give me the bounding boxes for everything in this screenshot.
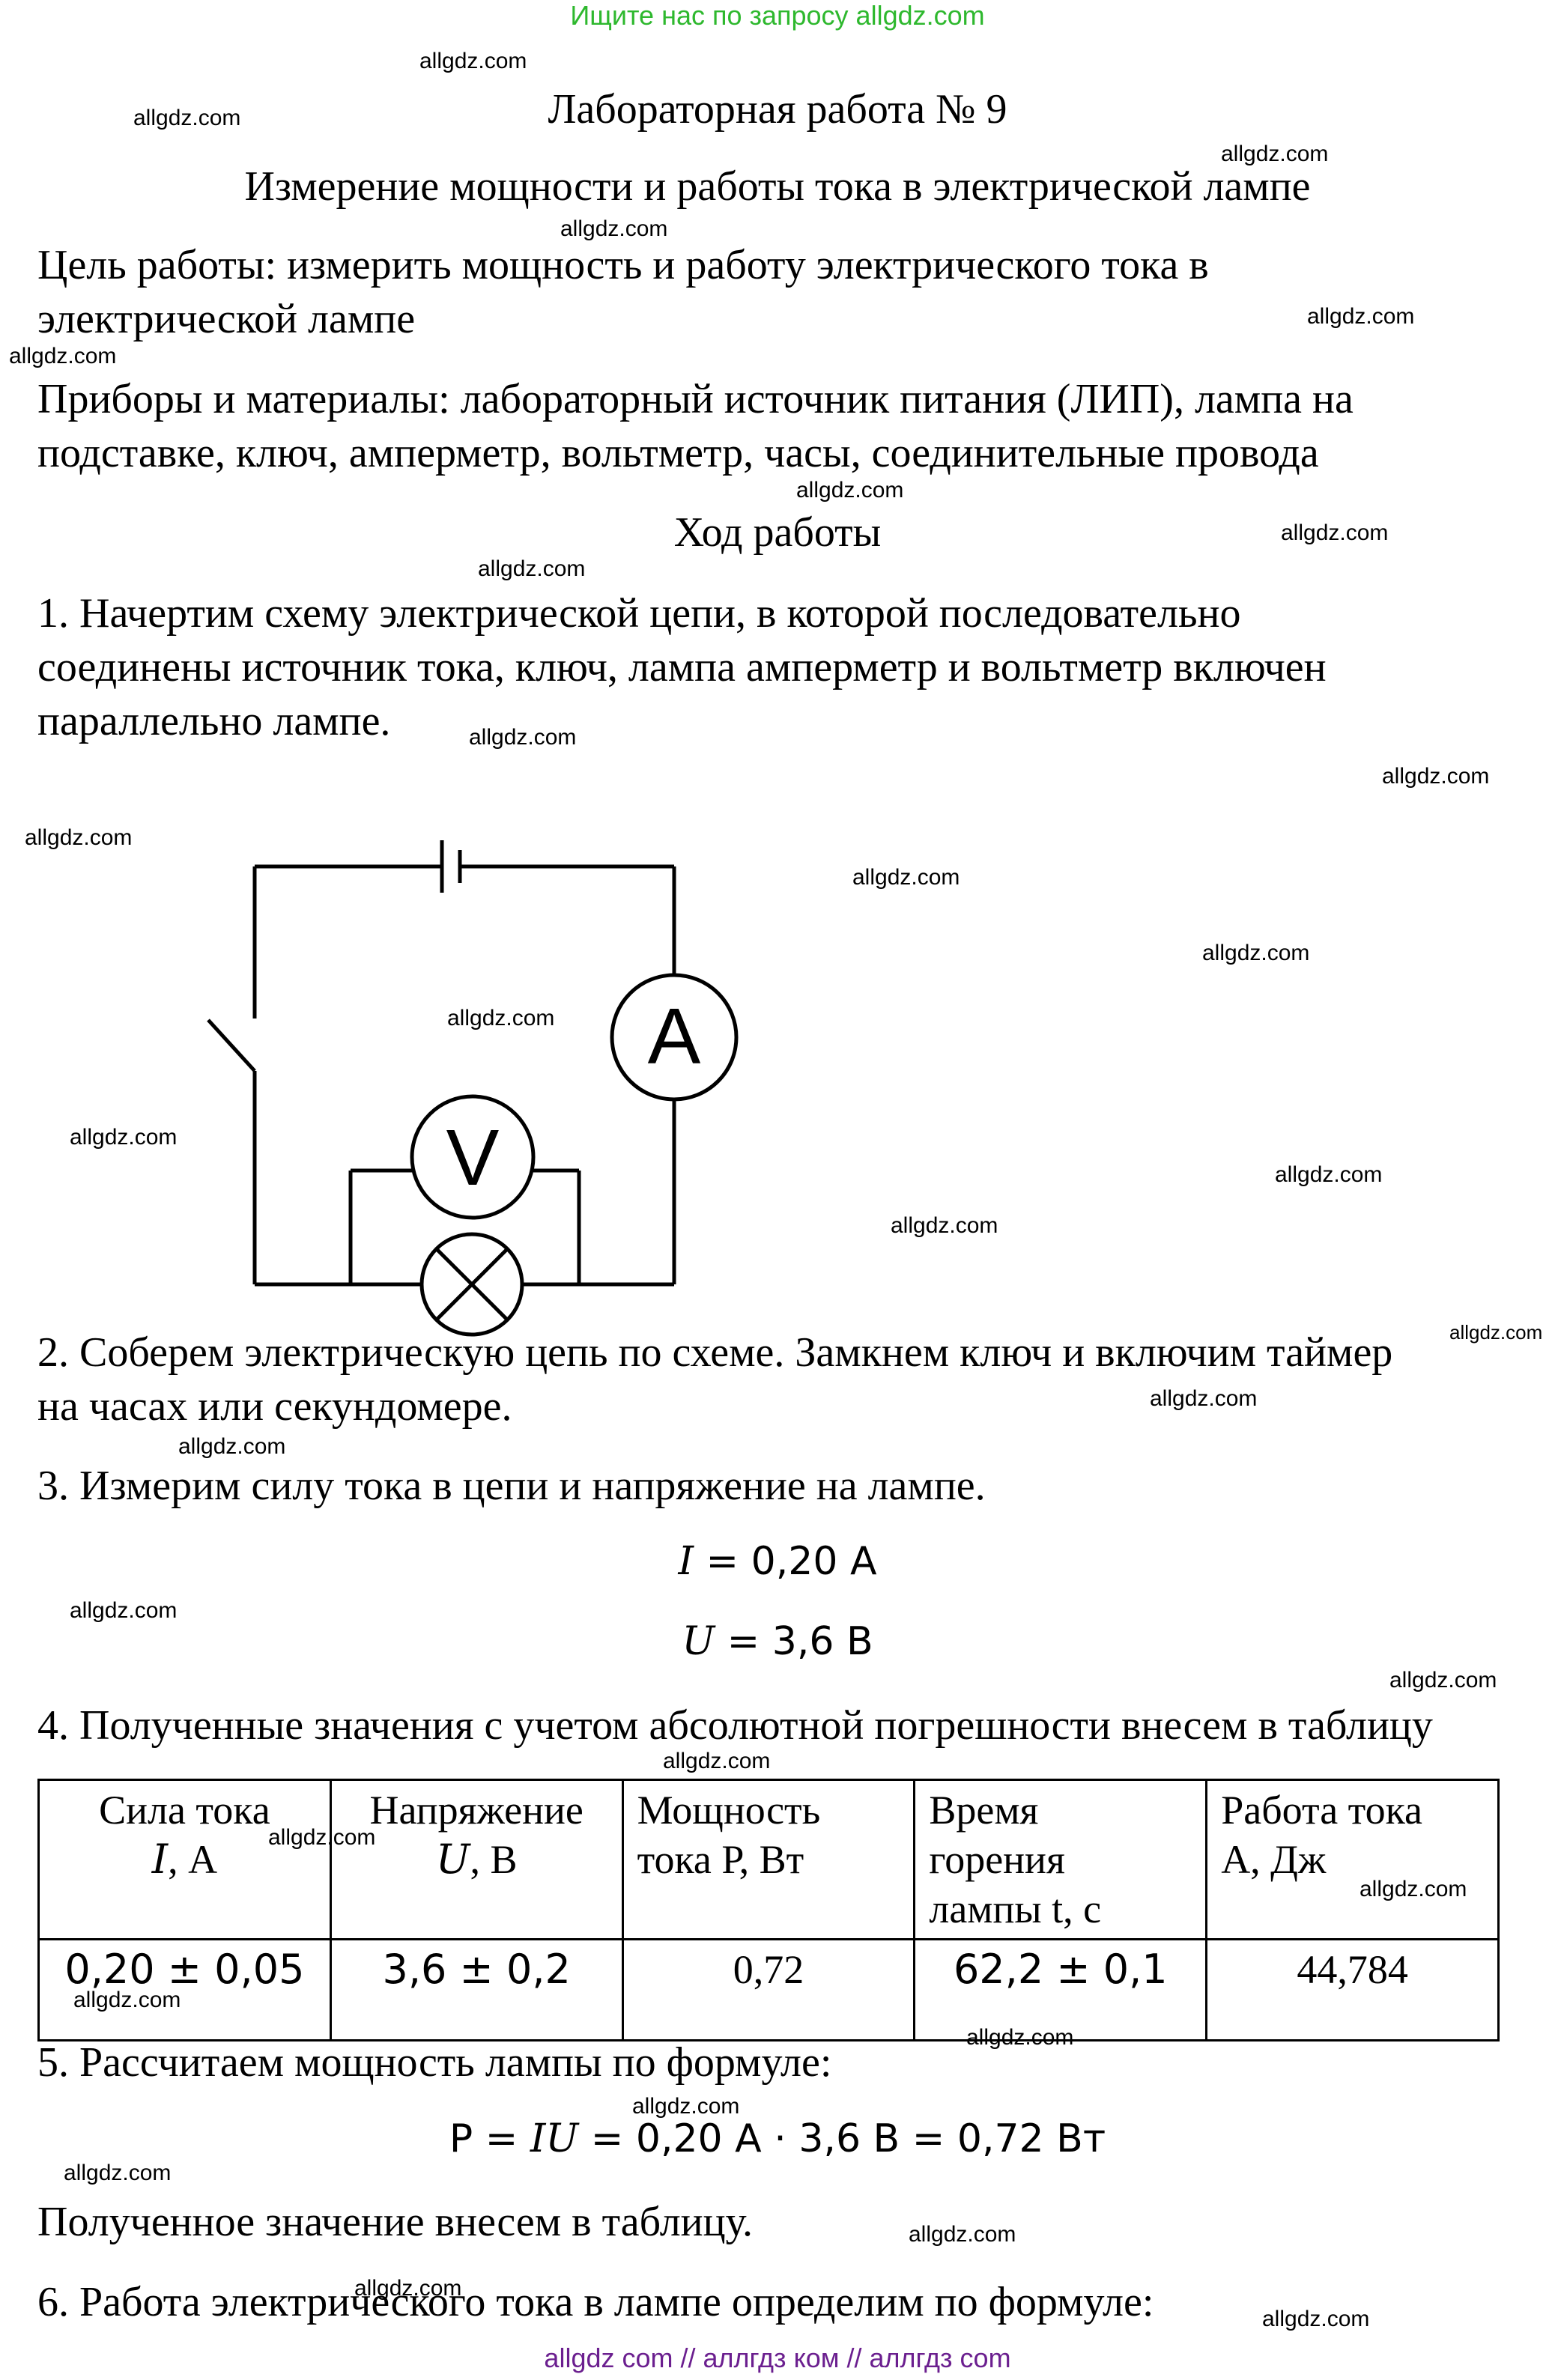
header-text: лампы t, с — [929, 1886, 1102, 1931]
lab-subtitle: Измерение мощности и работы тока в элект… — [244, 163, 1311, 210]
switch-blade — [207, 1019, 256, 1072]
watermark: allgdz.com — [64, 2161, 172, 2185]
header-text: горения — [929, 1837, 1065, 1882]
step-3: 3. Измерим силу тока в цепи и напряжение… — [37, 1463, 986, 1509]
watermark: allgdz.com — [1389, 1668, 1497, 1693]
lamp-circle — [419, 1232, 524, 1337]
lamp-cross-2 — [435, 1248, 509, 1321]
ammeter-label: A — [648, 992, 701, 1081]
lab-title: Лабораторная работа № 9 — [548, 86, 1007, 133]
header-text: А, Дж — [1221, 1837, 1327, 1882]
step-line: 2. Соберем электрическую цепь по схеме. … — [37, 1329, 1393, 1376]
watermark: allgdz.com — [70, 1125, 178, 1150]
watermark: allgdz.com — [1360, 1877, 1467, 1901]
value-work: 44,784 — [1205, 1938, 1500, 2041]
watermark: allgdz.com — [1262, 2307, 1370, 2331]
watermark: allgdz.com — [354, 2276, 462, 2301]
watermark: allgdz.com — [1307, 304, 1415, 329]
materials-line: подставке, ключ, амперметр, вольтметр, ч… — [37, 430, 1319, 476]
header-text: Работа тока — [1221, 1788, 1422, 1833]
power-formula: P = IU = 0,20 A · 3,6 В = 0,72 Вт — [0, 2116, 1555, 2161]
formula-symbol: IU — [530, 2116, 579, 2161]
goal-block: Цель работы: измерить мощность и работу … — [37, 238, 1209, 346]
watermark: allgdz.com — [560, 216, 668, 241]
footer-links: allgdz com // аллгдз ком // аллгдз com — [544, 2343, 1011, 2373]
formula-rest: = 0,20 A · 3,6 В = 0,72 Вт — [578, 2116, 1106, 2161]
watermark: allgdz.com — [70, 1598, 178, 1623]
progress-heading: Ход работы — [673, 509, 882, 556]
watermark: allgdz.com — [447, 1006, 555, 1030]
value-power: 0,72 — [621, 1938, 916, 2041]
table-row: 0,20 ± 0,05 3,6 ± 0,2 0,72 62,2 ± 0,1 44… — [37, 1938, 1500, 2041]
header-unit: , А — [168, 1837, 218, 1882]
header-time: Время горения лампы t, с — [913, 1779, 1208, 1940]
measure-current: I = 0,20 A — [0, 1539, 1555, 1584]
header-unit: , В — [470, 1837, 518, 1882]
watermark: allgdz.com — [9, 344, 117, 368]
step-1: 1. Начертим схему электрической цепи, в … — [37, 586, 1327, 748]
watermark: allgdz.com — [268, 1825, 376, 1850]
step-4: 4. Полученные значения с учетом абсолютн… — [37, 1702, 1433, 1749]
header-power: Мощность тока Р, Вт — [621, 1779, 916, 1940]
watermark: allgdz.com — [796, 478, 904, 503]
top-banner: Ищите нас по запросу allgdz.com — [570, 0, 985, 31]
watermark: allgdz.com — [478, 556, 586, 581]
value-time: 62,2 ± 0,1 — [913, 1938, 1208, 2041]
watermark: allgdz.com — [891, 1213, 998, 1238]
header-text: Мощность — [637, 1788, 821, 1833]
watermark: allgdz.com — [25, 825, 133, 850]
table-header-row: Сила тока I, А Напряжение U, В Мощность … — [37, 1779, 1500, 1940]
formula-lead: P = — [449, 2116, 530, 2161]
watermark: allgdz.com — [1202, 941, 1310, 965]
watermark: allgdz.com — [1221, 142, 1329, 166]
voltmeter-circle — [410, 1094, 536, 1220]
watermark: allgdz.com — [178, 1434, 286, 1459]
materials-line: Приборы и материалы: лабораторный источн… — [37, 376, 1354, 422]
watermark: allgdz.com — [852, 865, 960, 890]
header-text: Напряжение — [369, 1788, 583, 1833]
header-work: Работа тока А, Дж — [1205, 1779, 1500, 1940]
voltmeter-label: V — [446, 1114, 500, 1202]
watermark: allgdz.com — [469, 725, 577, 750]
watermark: allgdz.com — [73, 1988, 181, 2012]
results-table: Сила тока I, А Напряжение U, В Мощность … — [37, 1779, 1500, 2041]
step-line: соединены источник тока, ключ, лампа амп… — [37, 644, 1327, 690]
watermark: allgdz.com — [133, 106, 241, 130]
step-line: на часах или секундомере. — [37, 1383, 512, 1430]
step-6: 6. Работа электрического тока в лампе оп… — [37, 2279, 1154, 2325]
watermark: allgdz.com — [1382, 764, 1490, 789]
header-text: Время — [929, 1788, 1039, 1833]
step-line: параллельно лампе. — [37, 698, 391, 744]
header-text: тока Р, Вт — [637, 1837, 804, 1882]
header-symbol: I — [151, 1836, 169, 1883]
current-symbol: I — [678, 1539, 694, 1584]
step-line: 1. Начертим схему электрической цепи, в … — [37, 590, 1241, 637]
watermark: allgdz.com — [966, 2025, 1074, 2050]
watermark: allgdz.com — [1449, 1321, 1543, 1344]
step-2: 2. Соберем электрическую цепь по схеме. … — [37, 1326, 1392, 1433]
voltage-value: = 3,6 В — [715, 1619, 873, 1664]
current-value: = 0,20 A — [694, 1539, 877, 1584]
measure-voltage: U = 3,6 В — [0, 1619, 1555, 1664]
goal-line: Цель работы: измерить мощность и работу … — [37, 242, 1209, 288]
voltage-symbol: U — [682, 1619, 715, 1664]
goal-line: электрической лампе — [37, 296, 416, 342]
watermark: allgdz.com — [632, 2094, 740, 2119]
watermark: allgdz.com — [663, 1749, 771, 1773]
value-voltage: 3,6 ± 0,2 — [329, 1938, 624, 2041]
watermark: allgdz.com — [419, 49, 527, 73]
step-5-note: Полученное значение внесем в таблицу. — [37, 2199, 753, 2245]
watermark: allgdz.com — [909, 2222, 1016, 2247]
materials-block: Приборы и материалы: лабораторный источн… — [37, 372, 1354, 480]
step-5: 5. Рассчитаем мощность лампы по формуле: — [37, 2039, 832, 2086]
header-current: Сила тока I, А — [37, 1779, 332, 1940]
header-text: Сила тока — [99, 1788, 270, 1833]
watermark: allgdz.com — [1281, 520, 1389, 545]
circuit-diagram: A V — [207, 840, 739, 1337]
header-symbol: U — [435, 1836, 470, 1883]
watermark: allgdz.com — [1150, 1386, 1258, 1411]
watermark: allgdz.com — [1275, 1162, 1383, 1187]
header-voltage: Напряжение U, В — [329, 1779, 624, 1940]
value-current: 0,20 ± 0,05 — [37, 1938, 332, 2041]
